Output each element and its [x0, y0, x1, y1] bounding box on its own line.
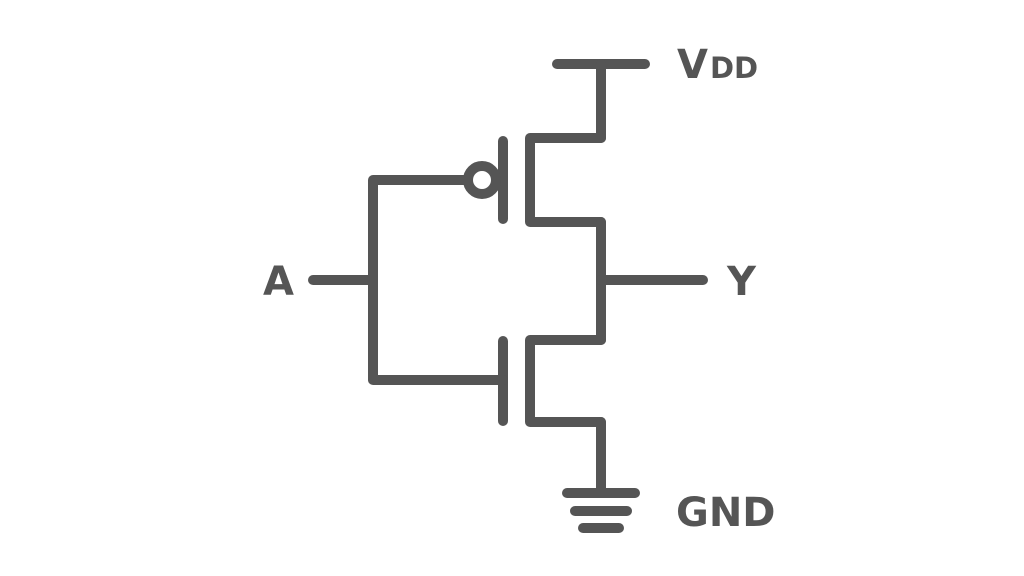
vdd-label-subscript: DD	[710, 51, 758, 85]
input-label: A	[263, 259, 294, 305]
gate-bus-wire	[368, 175, 508, 385]
pmos-channel	[525, 133, 606, 227]
vdd-label-main: V	[677, 42, 708, 88]
gnd-label: GND	[676, 490, 776, 536]
pmos-transistor	[463, 133, 606, 227]
nmos-channel	[525, 335, 606, 427]
nmos-transistor	[498, 335, 606, 427]
output-label: Y	[726, 259, 757, 305]
ground-icon	[562, 488, 640, 533]
vdd-label: VDD	[677, 42, 758, 88]
